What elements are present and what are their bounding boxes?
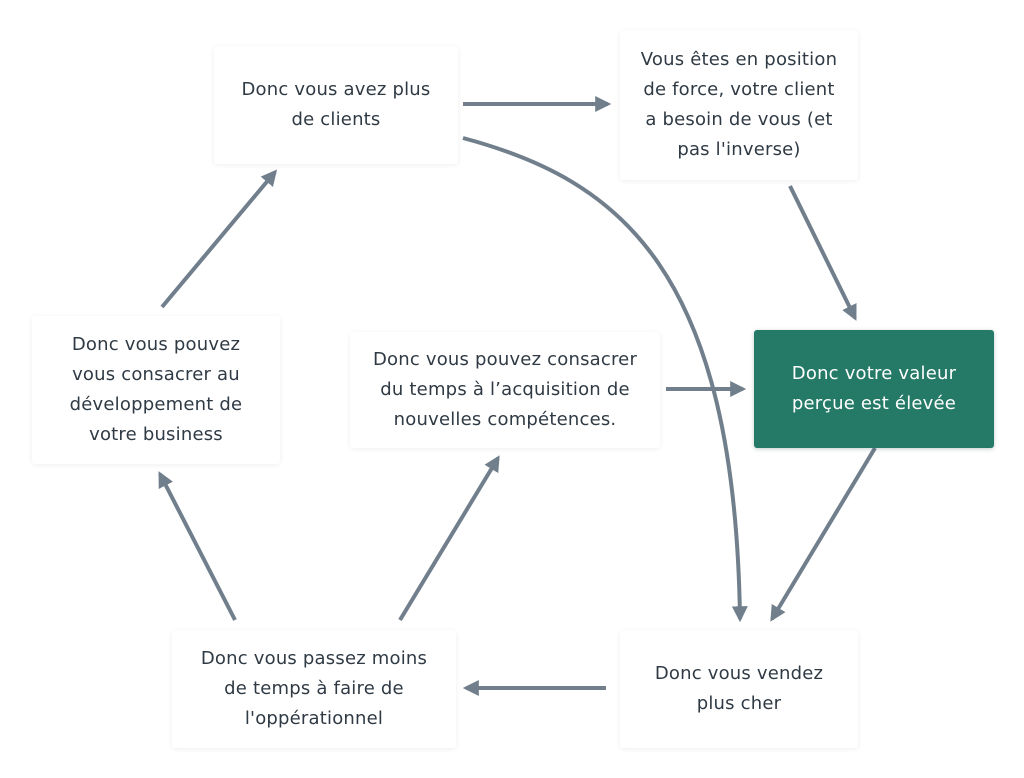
node-acquire-skills: Donc vous pouvez consacrer du temps à l’…	[350, 332, 660, 448]
arrow-force-to-value	[788, 185, 857, 321]
node-more-clients: Donc vous avez plus de clients	[214, 46, 458, 164]
node-perceived-value-label: Donc votre valeur perçue est élevée	[791, 363, 957, 414]
node-sell-higher-label: Donc vous vendez plus cher	[654, 663, 824, 714]
node-perceived-value: Donc votre valeur perçue est élevée	[754, 330, 994, 448]
arrow-business-to-clients	[160, 169, 278, 309]
node-develop-business: Donc vous pouvez vous consacrer au dével…	[32, 316, 280, 464]
node-position-of-strength: Vous êtes en position de force, votre cl…	[620, 30, 858, 180]
arrow-clients-curve-to-sell	[462, 136, 748, 623]
arrow-operational-to-business	[158, 471, 237, 621]
node-acquire-skills-label: Donc vous pouvez consacrer du temps à l’…	[372, 349, 638, 430]
node-position-of-strength-label: Vous êtes en position de force, votre cl…	[640, 49, 838, 160]
node-less-operational-label: Donc vous passez moins de temps à faire …	[200, 648, 428, 729]
node-sell-higher: Donc vous vendez plus cher	[620, 630, 858, 748]
node-less-operational: Donc vous passez moins de temps à faire …	[172, 630, 456, 748]
node-more-clients-label: Donc vous avez plus de clients	[241, 79, 431, 130]
arrow-operational-to-skills	[398, 455, 500, 622]
arrow-value-to-sell	[770, 446, 877, 622]
node-develop-business-label: Donc vous pouvez vous consacrer au dével…	[69, 334, 243, 445]
